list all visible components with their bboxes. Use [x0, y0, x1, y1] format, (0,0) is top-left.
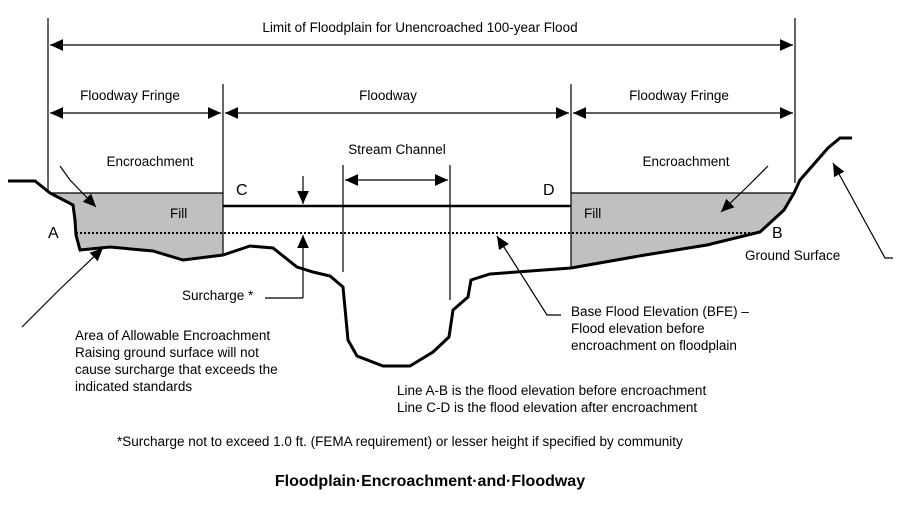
- floodway-fringe-left-label: Floodway Fringe: [80, 88, 180, 103]
- allowable-encroachment-leader: [21, 247, 104, 328]
- svg-text:encroachment on floodplain: encroachment on floodplain: [571, 338, 737, 353]
- diagram-title: Floodplain·Encroachment·and·Floodway: [275, 473, 585, 490]
- ground-surface-leader: [832, 162, 893, 259]
- bfe-note: Base Flood Elevation (BFE) – Flood eleva…: [571, 304, 749, 353]
- floodway-fringe-right-label: Floodway Fringe: [629, 88, 729, 103]
- svg-text:indicated standards: indicated standards: [75, 379, 192, 394]
- ground-surface-label: Ground Surface: [745, 248, 840, 263]
- fill-right-label: Fill: [584, 206, 601, 221]
- extension-lines: [47, 18, 796, 300]
- svg-text:cause surcharge that exceeds t: cause surcharge that exceeds the: [75, 362, 278, 377]
- svg-text:Line C-D is the flood elevatio: Line C-D is the flood elevation after en…: [397, 400, 697, 415]
- svg-text:Line A-B is the flood elevatio: Line A-B is the flood elevation before e…: [397, 383, 706, 398]
- ground-surface-profile: [8, 136, 852, 368]
- encroachment-left-leader: [59, 165, 97, 208]
- encroachment-left-label: Encroachment: [106, 154, 193, 169]
- limit-label: Limit of Floodplain for Unencroached 100…: [262, 20, 577, 35]
- encroachment-right-leader: [720, 165, 769, 213]
- point-c-label: C: [236, 182, 248, 199]
- footnote: *Surcharge not to exceed 1.0 ft. (FEMA r…: [117, 434, 683, 449]
- allowable-encroachment-note: Area of Allowable Encroachment Raising g…: [75, 328, 278, 394]
- point-a-label: A: [48, 225, 59, 242]
- svg-text:Flood elevation before: Flood elevation before: [571, 321, 705, 336]
- surcharge-label: Surcharge *: [182, 288, 254, 303]
- line-descriptions: Line A-B is the flood elevation before e…: [397, 383, 706, 415]
- point-b-label: B: [772, 225, 783, 242]
- svg-text:Area of Allowable Encroachment: Area of Allowable Encroachment: [75, 328, 270, 343]
- point-d-label: D: [543, 182, 555, 199]
- stream-channel-label: Stream Channel: [348, 142, 446, 157]
- fill-left-label: Fill: [170, 206, 187, 221]
- encroachment-right-label: Encroachment: [642, 154, 729, 169]
- bfe-leader: [496, 235, 561, 316]
- svg-text:Raising ground surface will no: Raising ground surface will not: [75, 345, 259, 360]
- floodway-label: Floodway: [359, 88, 417, 103]
- svg-text:Base Flood Elevation (BFE) –: Base Flood Elevation (BFE) –: [571, 304, 749, 319]
